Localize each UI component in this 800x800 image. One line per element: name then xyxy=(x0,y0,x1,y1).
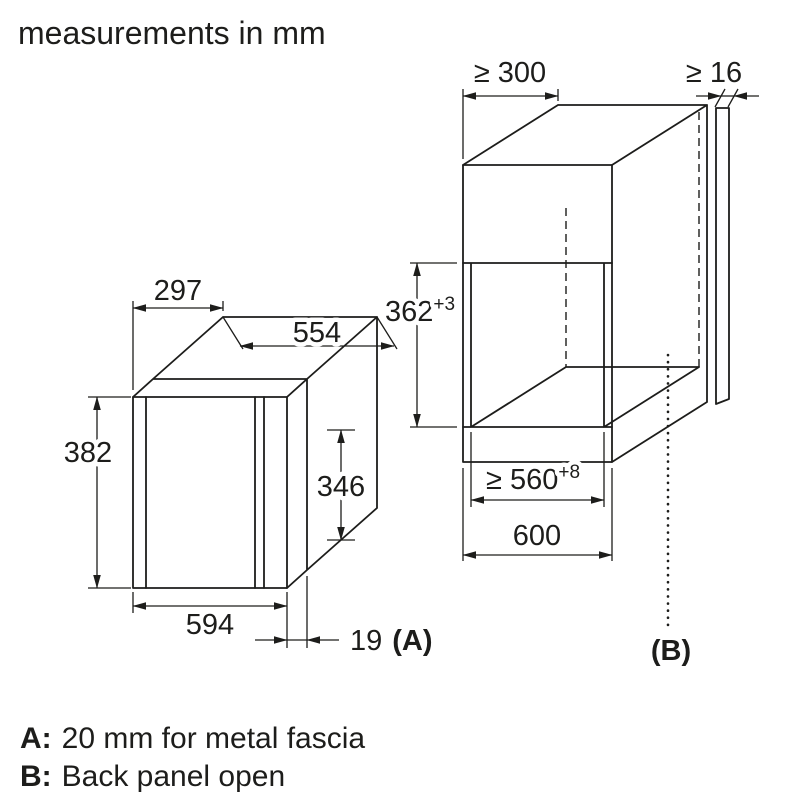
dim-niche-width-tolerance: +8 xyxy=(558,462,580,483)
dim-niche-height-label: 362+3 xyxy=(385,294,455,328)
dimension-niche-depth-300: ≥ 300 xyxy=(462,53,559,159)
dimension-front-width-594: 594 xyxy=(132,592,288,648)
dim-297-label: 297 xyxy=(154,275,202,307)
page-title: measurements in mm xyxy=(18,15,326,51)
dimension-body-height-346: 346 xyxy=(312,429,370,541)
dim-382-label: 382 xyxy=(64,437,112,469)
microwave-drawing: 297 554 382 346 594 19 (A) xyxy=(59,271,433,658)
legend-a-key: A: xyxy=(20,722,52,755)
dimension-niche-width-560: ≥ 560+8 xyxy=(470,432,605,507)
dim-cabinet-width-label: 600 xyxy=(513,520,561,552)
adjacent-panel-strip xyxy=(715,107,730,405)
legend-b-key: B: xyxy=(20,760,52,793)
cabinet-drawing: ≥ 300 ≥ 16 362+3 ≥ 560+8 600 (B) xyxy=(380,53,759,667)
ref-a-label: (A) xyxy=(392,625,432,657)
ref-b-label: (B) xyxy=(651,635,691,667)
cabinet-front-face xyxy=(462,164,613,463)
dimension-panel-thickness-16: ≥ 16 xyxy=(681,53,759,108)
dim-niche-width-value: ≥ 560 xyxy=(486,464,558,496)
legend-b-text: Back panel open xyxy=(62,760,286,793)
legend-item-a: A: 20 mm for metal fascia xyxy=(20,722,365,755)
dim-346-label: 346 xyxy=(317,471,365,503)
dimension-door-protrusion-19: 19 (A) xyxy=(255,576,433,657)
cabinet-open-back-hidden-edges xyxy=(565,112,700,367)
dimension-body-width-554: 554 xyxy=(222,313,398,354)
microwave-outline xyxy=(132,316,378,589)
dimension-niche-height-362: 362+3 xyxy=(380,262,460,428)
dim-panel-thickness-label: ≥ 16 xyxy=(686,57,742,89)
cabinet-outline xyxy=(462,104,708,463)
back-panel-pointer: (B) xyxy=(651,353,691,667)
microwave-door-lines xyxy=(145,396,265,589)
dim-niche-depth-label: ≥ 300 xyxy=(474,57,546,89)
dimension-height-382: 382 xyxy=(59,396,131,589)
dimension-depth-297: 297 xyxy=(132,271,224,390)
dim-niche-width-label: ≥ 560+8 xyxy=(486,462,580,496)
legend: A: 20 mm for metal fascia B: Back panel op… xyxy=(20,722,365,793)
cabinet-niche-opening xyxy=(462,262,700,428)
legend-item-b: B: Back panel open xyxy=(20,760,285,793)
dim-554-label: 554 xyxy=(293,317,341,349)
dim-594-label: 594 xyxy=(186,609,234,641)
legend-a-text: 20 mm for metal fascia xyxy=(62,722,366,755)
microwave-door-front xyxy=(132,396,288,589)
dim-niche-height-tolerance: +3 xyxy=(433,294,455,315)
dimension-cabinet-width-600: 600 xyxy=(462,468,613,561)
dim-niche-height-value: 362 xyxy=(385,296,433,328)
dim-19-value: 19 xyxy=(350,625,382,657)
dim-19-label: 19 (A) xyxy=(350,625,433,657)
cabinet-top-side-edges xyxy=(462,104,708,463)
